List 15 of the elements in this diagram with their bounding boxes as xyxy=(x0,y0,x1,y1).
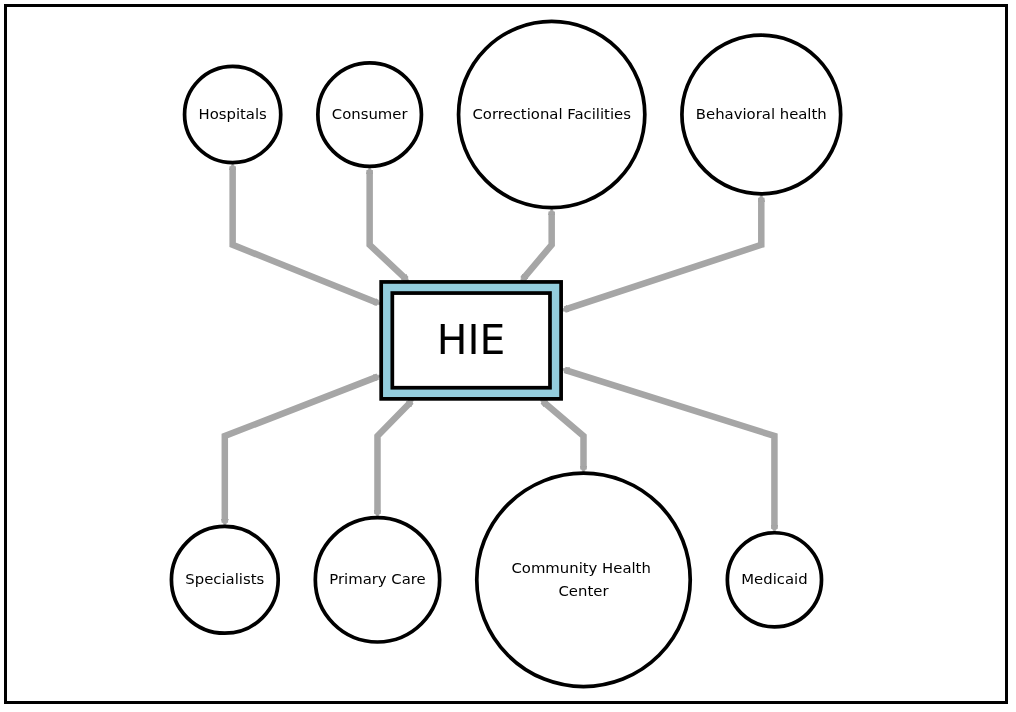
node-circle xyxy=(182,64,283,165)
node-circle xyxy=(680,33,843,196)
arrow xyxy=(520,207,556,283)
arrow xyxy=(539,398,588,474)
arrow xyxy=(365,166,410,283)
node-circle xyxy=(725,530,824,629)
diagram-frame: Hospitals Consumer Correctional Facilities Behavioral health HIE Specialists Primary Care Community Health Center Medicaid xyxy=(4,4,1008,704)
arrow xyxy=(561,366,779,534)
arrow xyxy=(560,193,766,313)
node-circle xyxy=(169,524,280,636)
node-box xyxy=(379,280,563,401)
node-circle xyxy=(474,471,693,689)
node-circle xyxy=(456,19,647,210)
node-circle xyxy=(313,515,442,644)
node-circle xyxy=(315,60,424,169)
